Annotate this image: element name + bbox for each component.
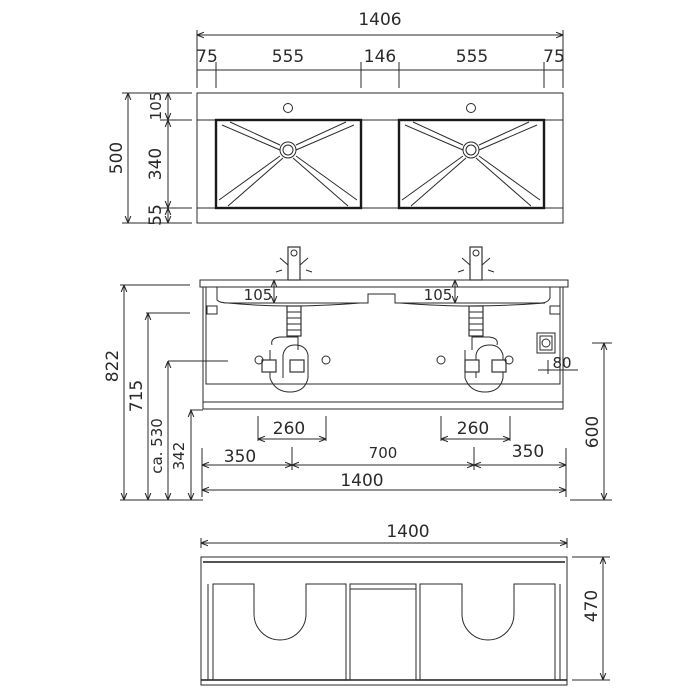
wall-mount-height-label: 600 xyxy=(583,416,603,448)
faucet-hole-icon xyxy=(283,103,293,113)
top-overall-width-label: 1406 xyxy=(358,10,401,30)
top-depth-seg-3-label: 55 xyxy=(146,204,166,226)
cabinet-depth-label: 470 xyxy=(582,590,602,622)
front-view: 105 105 80 822 715 ca. 530 342 600 260 xyxy=(103,246,612,501)
faucet-hole-icon xyxy=(466,103,476,113)
right-bracket-icon xyxy=(549,305,561,315)
top-depth-seg-1-label: 105 xyxy=(147,92,165,121)
socket-offset-label: 80 xyxy=(552,354,571,372)
left-bracket-icon xyxy=(206,305,218,315)
right-faucet-icon xyxy=(457,246,495,281)
power-socket-icon xyxy=(536,332,556,354)
left-faucet-icon xyxy=(275,246,313,281)
right-siphon-width-label: 260 xyxy=(457,419,489,439)
drain-height-label: ca. 530 xyxy=(148,418,166,474)
front-overall-width-label: 1400 xyxy=(340,471,383,491)
left-siphon-width-label: 260 xyxy=(273,419,305,439)
top-seg-3-label: 146 xyxy=(364,47,396,67)
top-seg-2-label: 555 xyxy=(272,47,304,67)
axis-seg-3-label: 350 xyxy=(512,442,544,462)
top-seg-5-label: 75 xyxy=(543,47,565,67)
top-seg-4-label: 555 xyxy=(456,47,488,67)
countertop-height-label: 715 xyxy=(127,380,147,412)
cabinet-width-label: 1400 xyxy=(386,522,429,542)
right-basin-top xyxy=(397,103,546,210)
axis-seg-2-label: 700 xyxy=(369,444,398,462)
overall-height-label: 822 xyxy=(103,350,123,382)
right-basin-depth-label: 105 xyxy=(424,286,453,304)
left-siphon-icon xyxy=(254,305,331,393)
left-basin-depth-label: 105 xyxy=(244,286,273,304)
top-seg-1-label: 75 xyxy=(196,47,218,67)
axis-seg-1-label: 350 xyxy=(224,447,256,467)
top-depth-seg-2-label: 340 xyxy=(146,148,166,180)
cabinet-view: 1400 470 xyxy=(200,522,610,686)
top-view: 1406 75 555 146 555 75 xyxy=(107,10,565,226)
right-siphon-icon xyxy=(436,305,514,393)
cabinet-bottom-height-label: 342 xyxy=(170,442,188,471)
left-basin-top xyxy=(214,103,363,210)
top-depth-label: 500 xyxy=(107,142,127,174)
countertop-top-outline xyxy=(196,92,564,224)
